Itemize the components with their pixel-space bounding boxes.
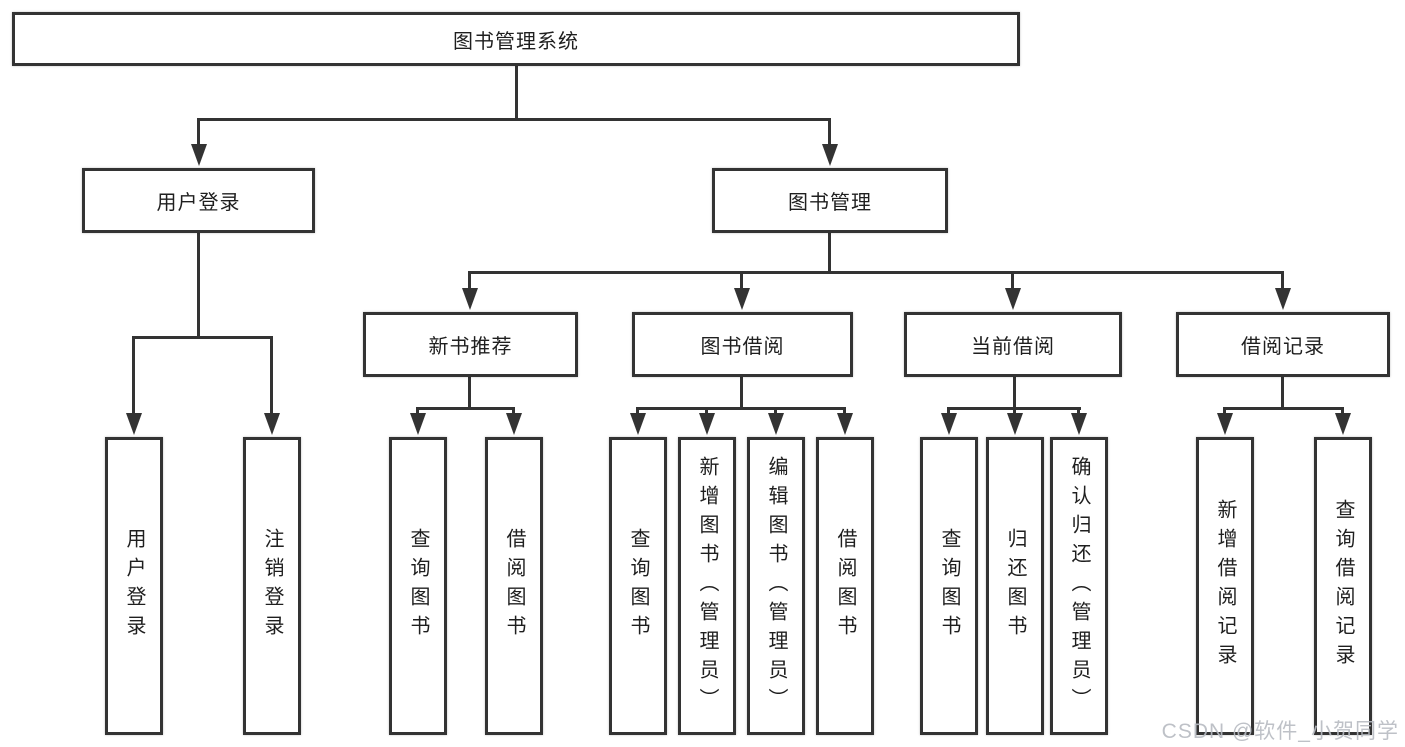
node-borrow-records-label: 借阅记录 bbox=[1241, 336, 1325, 358]
node-new-book-recommend: 新书推荐 bbox=[363, 312, 578, 377]
connector-user-login-stem bbox=[197, 233, 200, 339]
arrow-down-icon bbox=[941, 413, 957, 435]
connector-current-bar bbox=[947, 407, 1081, 410]
node-current-borrow-label: 当前借阅 bbox=[971, 336, 1055, 358]
connector-current-stem bbox=[1013, 377, 1016, 410]
arrow-down-icon bbox=[1007, 413, 1023, 435]
leaf-borrow-query-books: 查询图书 bbox=[609, 437, 667, 735]
arrow-down-icon bbox=[1071, 413, 1087, 435]
arrow-down-icon bbox=[191, 144, 207, 166]
leaf-records-query-record: 查询借阅记录 bbox=[1314, 437, 1372, 735]
leaf-records-add-record: 新增借阅记录 bbox=[1196, 437, 1254, 735]
node-user-login-label: 用户登录 bbox=[156, 192, 241, 214]
leaf-user-login: 用户登录 bbox=[105, 437, 163, 735]
connector-to-current-borrow bbox=[1011, 274, 1014, 291]
leaf-current-confirm-return-admin-label: 确认归还（管理员） bbox=[1068, 455, 1090, 717]
connector-to-borrow-records bbox=[1281, 274, 1284, 291]
node-book-borrow-label: 图书借阅 bbox=[700, 336, 785, 358]
leaf-borrow-add-books-admin-label: 新增图书（管理员） bbox=[696, 455, 718, 717]
connector-recommend-stem bbox=[468, 377, 471, 410]
node-book-management: 图书管理 bbox=[712, 168, 948, 233]
arrow-down-icon bbox=[410, 413, 426, 435]
arrow-down-icon bbox=[1217, 413, 1233, 435]
connector-records-bar bbox=[1223, 407, 1344, 410]
arrow-down-icon bbox=[699, 413, 715, 435]
leaf-recommend-query-books: 查询图书 bbox=[389, 437, 447, 735]
connector-to-book-borrow bbox=[740, 274, 743, 291]
leaf-borrow-borrow-books-label: 借阅图书 bbox=[834, 528, 856, 644]
leaf-current-return-books: 归还图书 bbox=[986, 437, 1044, 735]
leaf-current-return-books-label: 归还图书 bbox=[1004, 528, 1026, 644]
connector-recommend-bar bbox=[416, 407, 515, 410]
arrow-down-icon bbox=[1005, 288, 1021, 310]
arrow-down-icon bbox=[822, 144, 838, 166]
arrow-down-icon bbox=[126, 413, 142, 435]
connector-to-leaf-user-login bbox=[132, 339, 135, 417]
node-new-book-recommend-label: 新书推荐 bbox=[428, 336, 513, 358]
node-current-borrow: 当前借阅 bbox=[904, 312, 1122, 377]
root-node: 图书管理系统 bbox=[12, 12, 1020, 66]
leaf-recommend-query-books-label: 查询图书 bbox=[407, 528, 429, 644]
connector-borrow-stem bbox=[740, 377, 743, 410]
leaf-borrow-query-books-label: 查询图书 bbox=[627, 528, 649, 644]
leaf-logout-label: 注销登录 bbox=[261, 528, 283, 644]
node-user-login: 用户登录 bbox=[82, 168, 315, 233]
leaf-borrow-borrow-books: 借阅图书 bbox=[816, 437, 874, 735]
leaf-current-query-books: 查询图书 bbox=[920, 437, 978, 735]
connector-user-login-bar bbox=[132, 336, 273, 339]
connector-records-stem bbox=[1281, 377, 1284, 410]
node-borrow-records: 借阅记录 bbox=[1176, 312, 1390, 377]
arrow-down-icon bbox=[506, 413, 522, 435]
arrow-down-icon bbox=[630, 413, 646, 435]
leaf-current-query-books-label: 查询图书 bbox=[938, 528, 960, 644]
leaf-current-confirm-return-admin: 确认归还（管理员） bbox=[1050, 437, 1108, 735]
csdn-watermark: CSDN @软件_小贺同学 bbox=[1161, 720, 1399, 743]
arrow-down-icon bbox=[734, 288, 750, 310]
connector-to-new-book-recommend bbox=[468, 274, 471, 291]
connector-book-management-stem bbox=[828, 233, 831, 274]
connector-to-book-management bbox=[828, 121, 831, 148]
connector-root-bar bbox=[197, 118, 831, 121]
connector-root-stem bbox=[515, 66, 518, 121]
leaf-records-query-record-label: 查询借阅记录 bbox=[1332, 499, 1354, 673]
leaf-records-add-record-label: 新增借阅记录 bbox=[1214, 499, 1236, 673]
connector-to-user-login bbox=[197, 121, 200, 148]
leaf-recommend-borrow-books: 借阅图书 bbox=[485, 437, 543, 735]
connector-to-leaf-logout bbox=[270, 339, 273, 417]
leaf-borrow-edit-books-admin-label: 编辑图书（管理员） bbox=[765, 455, 787, 717]
root-node-label: 图书管理系统 bbox=[453, 30, 579, 53]
arrow-down-icon bbox=[837, 413, 853, 435]
arrow-down-icon bbox=[462, 288, 478, 310]
leaf-logout: 注销登录 bbox=[243, 437, 301, 735]
arrow-down-icon bbox=[264, 413, 280, 435]
node-book-borrow: 图书借阅 bbox=[632, 312, 853, 377]
arrow-down-icon bbox=[768, 413, 784, 435]
arrow-down-icon bbox=[1335, 413, 1351, 435]
leaf-user-login-label: 用户登录 bbox=[123, 528, 145, 644]
leaf-borrow-edit-books-admin: 编辑图书（管理员） bbox=[747, 437, 805, 735]
connector-book-management-bar bbox=[468, 271, 1284, 274]
arrow-down-icon bbox=[1275, 288, 1291, 310]
connector-borrow-bar bbox=[636, 407, 846, 410]
node-book-management-label: 图书管理 bbox=[788, 192, 872, 214]
leaf-borrow-add-books-admin: 新增图书（管理员） bbox=[678, 437, 736, 735]
leaf-recommend-borrow-books-label: 借阅图书 bbox=[503, 528, 525, 644]
